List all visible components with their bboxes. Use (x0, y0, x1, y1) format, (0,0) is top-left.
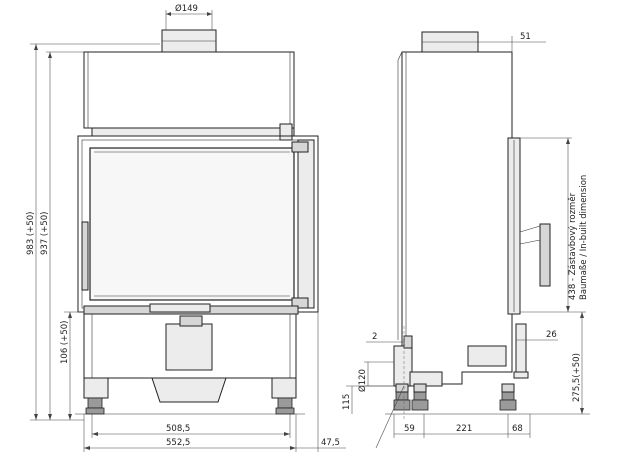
side-air-inlet (393, 345, 413, 387)
in-built-dimension-en: Baumaße / In-built dimension (579, 175, 589, 300)
front-leg-left (83, 377, 109, 399)
offset-small-label: 2 (372, 332, 377, 342)
width-inner-label: 508,5 (166, 424, 190, 434)
depth-right-label: 68 (512, 424, 523, 434)
inlet-height-label: 115 (342, 394, 352, 410)
depth-mid-label: 221 (456, 424, 472, 434)
height-lower-label: 275,5(+50) (572, 353, 582, 402)
front-view: Ø149 983 (+50) 937 (+50) 106 (+50) 508,5… (26, 3, 346, 452)
height-base-label: 106 (+50) (60, 321, 70, 365)
width-total-label: 552,5 (166, 438, 190, 448)
front-door-handle (81, 221, 89, 291)
front-leg-right (271, 377, 297, 399)
flue-diameter-label: Ø149 (175, 3, 198, 14)
in-built-dimension-cz: 438 - Zástavbový rozměr (568, 192, 578, 300)
height-inner-label: 937 (+50) (40, 212, 50, 256)
front-top-trim (91, 127, 295, 137)
side-view: 51 438 - Zástavbový rozměr Baumaße / In-… (342, 31, 590, 449)
flue-offset-label: 51 (520, 32, 531, 42)
front-upper-body (83, 51, 295, 129)
front-side-glass (297, 139, 315, 309)
front-glass-panel (89, 147, 295, 301)
offset-right-label: 47,5 (321, 438, 340, 448)
front-ash-box (165, 323, 213, 371)
side-air-box (467, 345, 507, 367)
inlet-diameter-label: Ø120 (357, 369, 368, 392)
height-total-label: 983 (+50) (26, 212, 36, 256)
depth-left-label: 59 (404, 424, 415, 434)
front-ash-tray (151, 377, 227, 403)
side-26-label: 26 (546, 330, 557, 340)
side-body-outline (401, 51, 513, 385)
side-handle (539, 223, 551, 287)
